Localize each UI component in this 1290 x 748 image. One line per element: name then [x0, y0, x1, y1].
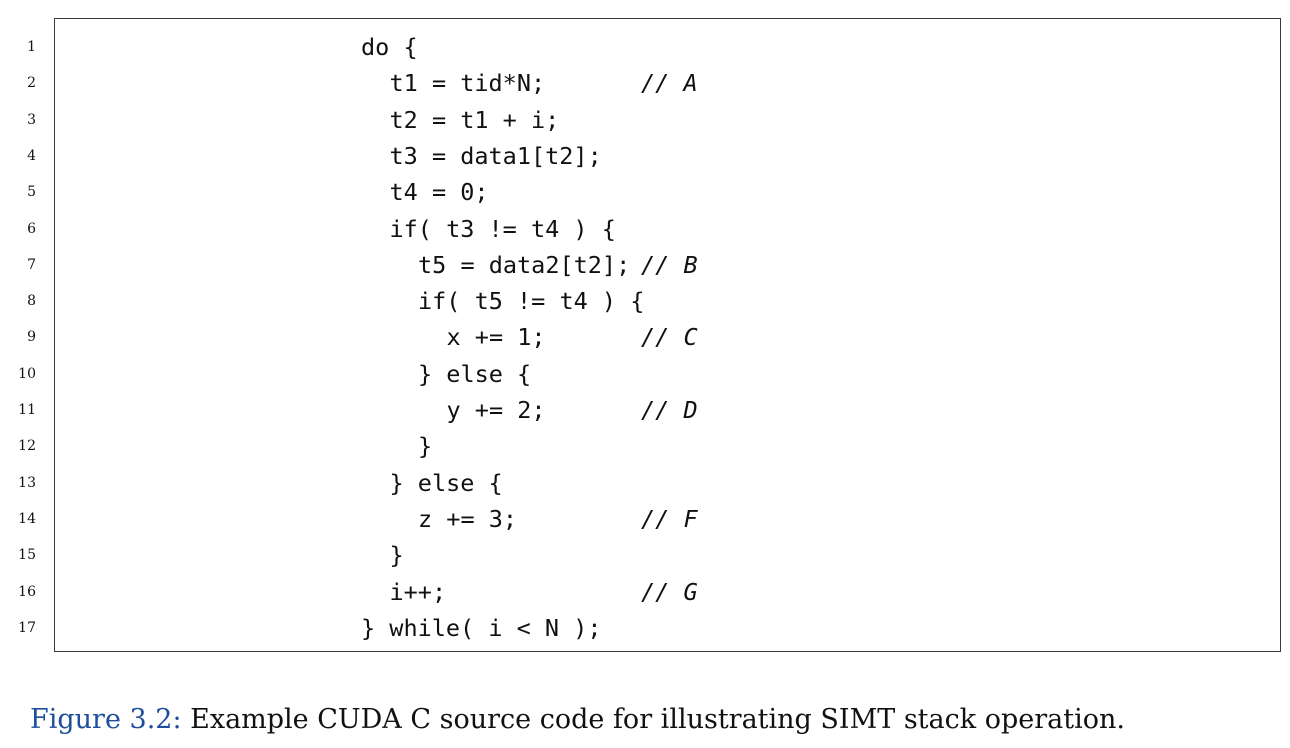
- code-line: t5 = data2[t2];: [418, 250, 631, 279]
- line-number: 1: [27, 39, 36, 55]
- code-line: i++;: [389, 577, 447, 606]
- line-number: 6: [27, 220, 36, 237]
- line-number: 7: [27, 256, 36, 273]
- line-number: 16: [18, 583, 36, 600]
- code-line: if( t3 != t4 ) {: [389, 214, 616, 243]
- code-line: }: [389, 541, 404, 570]
- line-number: 14: [18, 510, 36, 527]
- code-line: x += 1;: [446, 323, 546, 352]
- code-comment: // C: [641, 323, 698, 352]
- code-comment: // F: [641, 504, 698, 533]
- code-box: [54, 18, 1281, 652]
- line-number: 8: [27, 293, 36, 310]
- code-line: t3 = data1[t2];: [389, 141, 602, 170]
- line-number: 15: [18, 547, 36, 564]
- line-number: 4: [27, 147, 36, 164]
- line-number: 2: [27, 75, 36, 92]
- line-number: 12: [18, 438, 36, 455]
- code-line: y += 2;: [446, 396, 546, 424]
- line-number: 3: [27, 111, 36, 128]
- code-line: if( t5 != t4 ) {: [418, 287, 645, 316]
- code-line: t1 = tid*N;: [389, 69, 546, 98]
- figure-caption: Figure 3.2: Example CUDA C source code f…: [30, 702, 1270, 738]
- code-line: t2 = t1 + i;: [389, 105, 560, 134]
- figure-label: Figure 3.2:: [30, 704, 182, 735]
- code-comment: // G: [641, 577, 698, 606]
- code-comment: // D: [641, 396, 698, 424]
- code-listing: 1 do { 2 t1 = tid*N; // A 3 t2 = t1 + i; 4 t3 = …: [18, 18, 1281, 652]
- line-number: 13: [18, 474, 36, 491]
- code-line: } else {: [389, 468, 503, 497]
- code-comment: // B: [641, 250, 698, 279]
- line-number: 11: [18, 402, 36, 418]
- line-number: 10: [18, 365, 36, 382]
- line-number: 9: [27, 329, 36, 346]
- code-line: } while( i < N );: [361, 613, 602, 642]
- line-number: 17: [18, 619, 36, 636]
- code-comment: // A: [641, 69, 698, 98]
- code-line: do {: [361, 33, 418, 61]
- caption-text: Example CUDA C source code for illustrat…: [181, 704, 1125, 735]
- line-number: 5: [27, 184, 36, 201]
- code-line: z += 3;: [418, 504, 518, 533]
- code-line: } else {: [418, 359, 532, 388]
- code-line: }: [418, 432, 433, 461]
- code-line: t4 = 0;: [389, 178, 489, 207]
